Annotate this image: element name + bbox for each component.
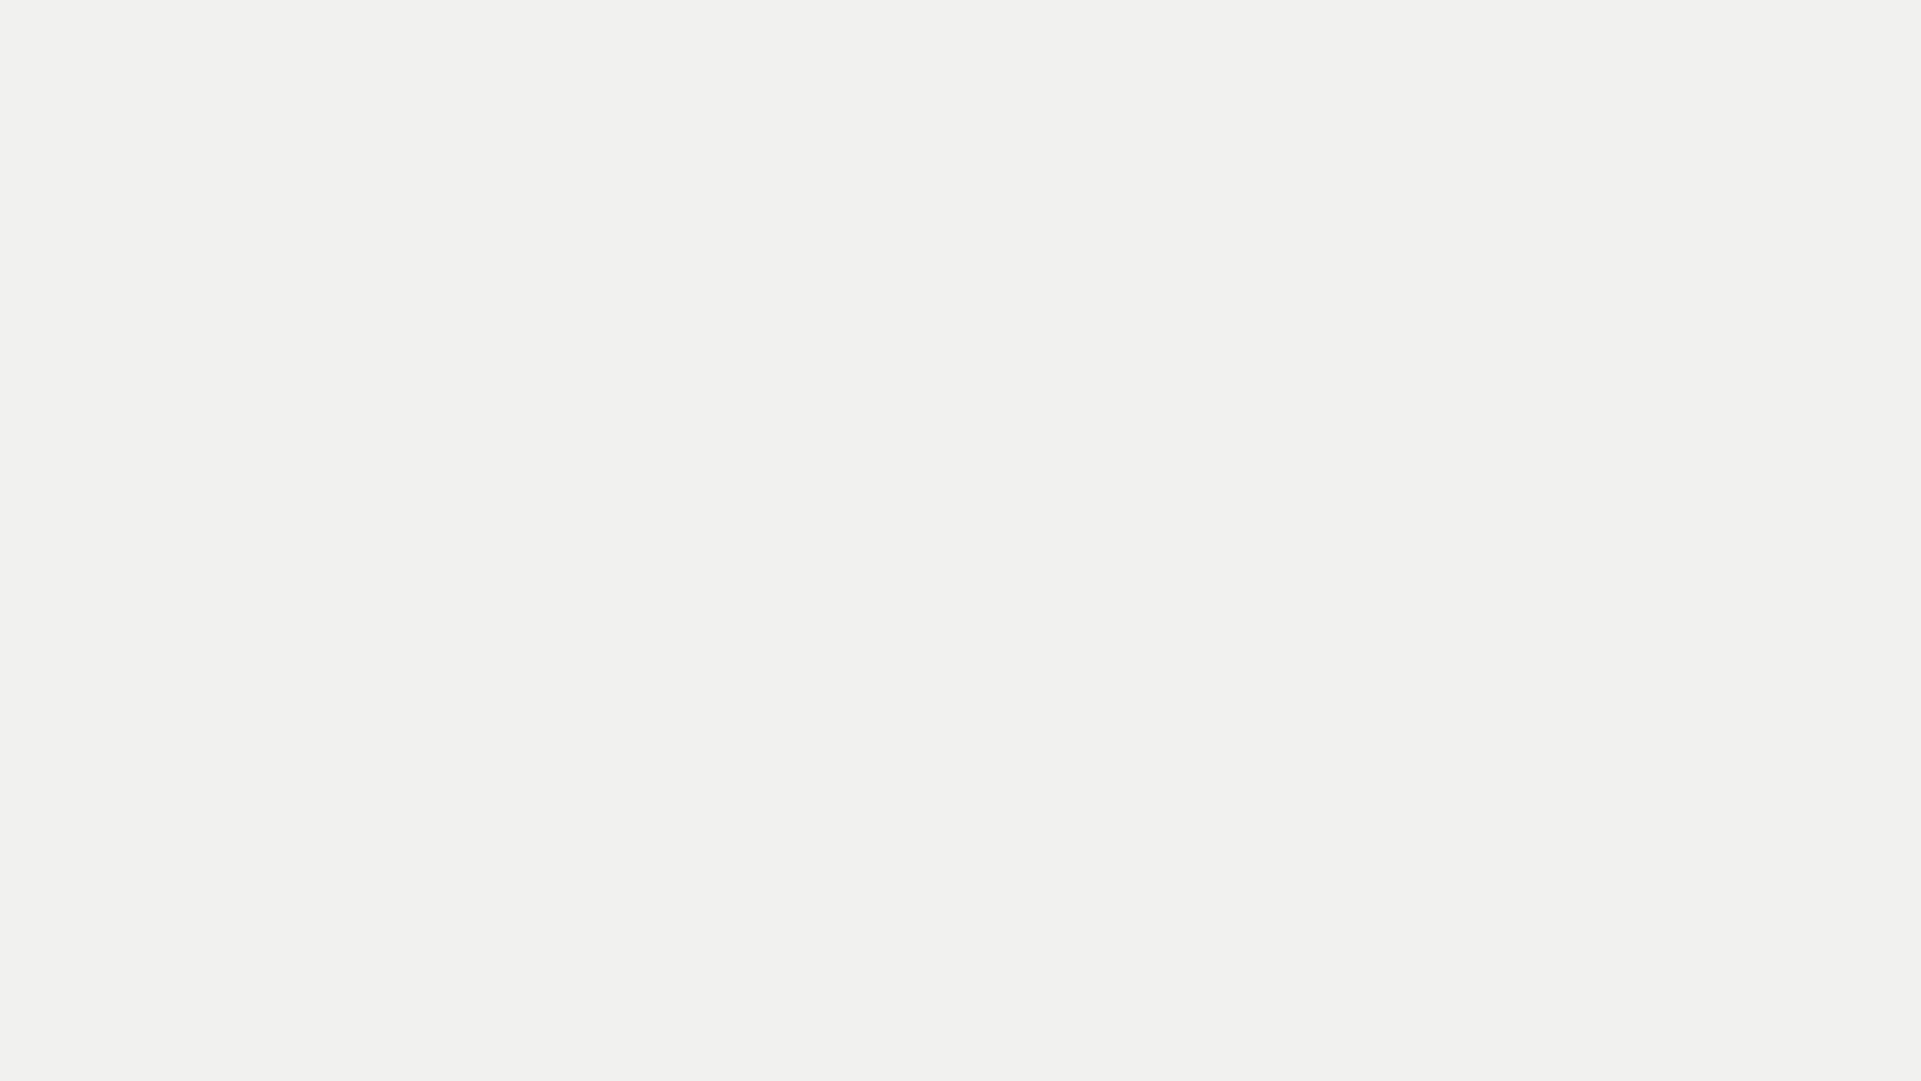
brand-logo-line2 (1783, 973, 1787, 974)
brand-logo (1783, 972, 1787, 974)
